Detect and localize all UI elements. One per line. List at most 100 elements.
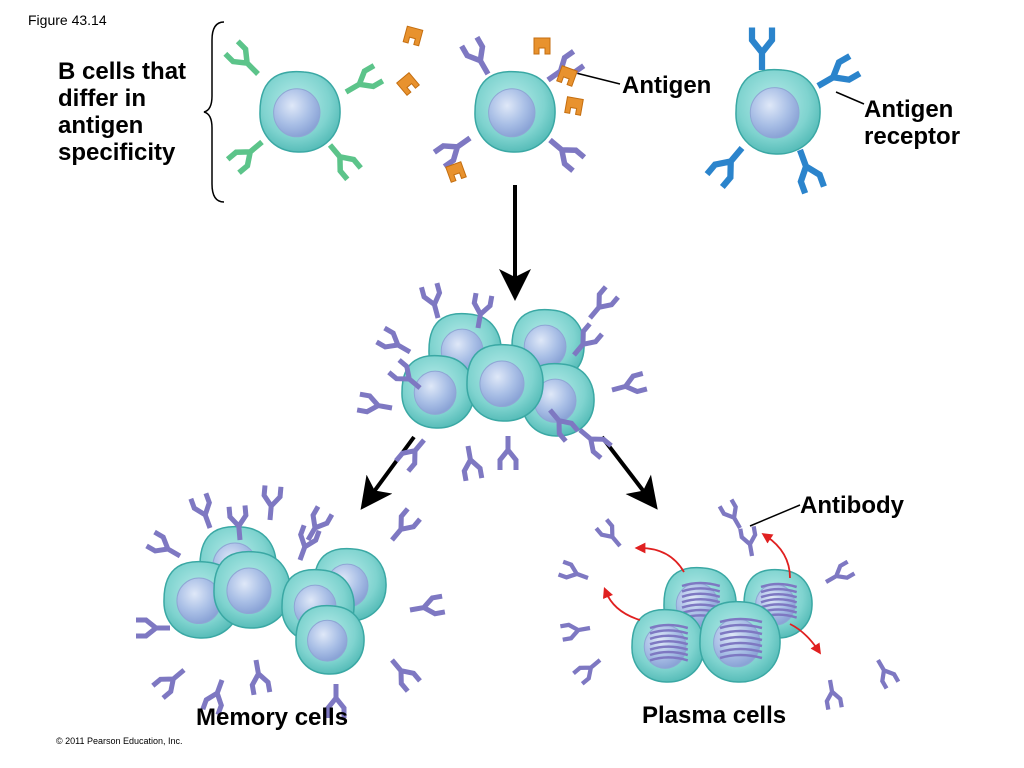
endoplasmic-reticulum: [719, 629, 763, 636]
purple-receptor: [390, 507, 422, 542]
endoplasmic-reticulum: [649, 639, 689, 646]
green-receptor: [344, 63, 385, 95]
purple-receptor: [390, 658, 422, 693]
purple-receptor: [497, 436, 519, 470]
endoplasmic-reticulum: [760, 587, 798, 594]
purple-receptor: [548, 137, 587, 173]
endoplasmic-reticulum: [681, 587, 721, 593]
purple-receptor: [297, 524, 322, 561]
purple-receptor: [588, 285, 620, 320]
copyright: © 2011 Pearson Education, Inc.: [56, 736, 183, 746]
endoplasmic-reticulum: [649, 645, 689, 651]
secretion-arrow: [761, 533, 791, 579]
endoplasmic-reticulum: [681, 592, 721, 598]
antigen-label: Antigen: [622, 72, 712, 99]
endoplasmic-reticulum: [719, 635, 763, 642]
endoplasmic-reticulum: [719, 617, 763, 624]
purple-receptor: [471, 292, 495, 329]
nucleus: [226, 567, 272, 615]
antibody-molecule: [594, 518, 622, 548]
purple-receptor: [394, 438, 426, 473]
proliferating-b-cell: [466, 343, 544, 422]
endoplasmic-reticulum: [649, 656, 689, 662]
antigen: [556, 65, 578, 87]
purple-receptor: [578, 428, 613, 460]
antibody-molecule: [717, 498, 742, 530]
purple-receptor: [261, 485, 284, 521]
antigen: [396, 72, 420, 96]
green-receptor: [225, 139, 264, 175]
memory-cell: [295, 604, 365, 675]
purple-receptor: [325, 684, 347, 718]
b-cells-label: B cells that differ in antigen specifici…: [58, 58, 187, 166]
blue-receptor: [704, 145, 745, 189]
purple-receptor: [188, 492, 213, 529]
purple-receptor: [387, 358, 422, 390]
purple-receptor: [305, 505, 335, 542]
blue-receptor: [748, 27, 776, 70]
grouping-bracket: [203, 21, 225, 203]
proliferating-b-cell: [401, 354, 475, 429]
antibody-molecule: [557, 559, 589, 580]
plasma-cell: [631, 608, 705, 683]
endoplasmic-reticulum: [719, 653, 763, 660]
nucleus: [749, 87, 800, 139]
endoplasmic-reticulum: [649, 634, 689, 640]
antigen-receptor-label: Antigen receptor: [864, 96, 961, 150]
antigen: [564, 96, 584, 116]
endoplasmic-reticulum: [760, 598, 798, 604]
antigen: [445, 161, 467, 183]
memory-cells-label: Memory cells: [196, 704, 349, 731]
antibody-pointer-line: [749, 504, 801, 527]
endoplasmic-reticulum: [649, 650, 689, 657]
antibody-molecule: [824, 679, 844, 711]
purple-receptor: [200, 679, 225, 716]
figure-label: Figure 43.14: [28, 12, 107, 28]
purple-receptor: [226, 505, 249, 541]
purple-receptor: [432, 135, 472, 169]
endoplasmic-reticulum: [649, 623, 689, 630]
antigen-pointer-line: [571, 71, 621, 85]
purple-receptor: [419, 282, 443, 319]
secretion-arrow: [602, 586, 641, 621]
nucleus: [307, 619, 348, 662]
antibody-molecule: [738, 525, 758, 557]
antigen: [402, 25, 424, 47]
endoplasmic-reticulum: [649, 629, 689, 635]
blue-receptor: [816, 53, 862, 89]
nucleus: [479, 360, 525, 408]
blue-receptor: [797, 148, 827, 195]
purple-receptor: [249, 659, 273, 696]
nucleus: [413, 370, 457, 415]
endoplasmic-reticulum: [719, 647, 763, 654]
nucleus: [488, 88, 536, 138]
purple-receptor: [145, 529, 182, 559]
endoplasmic-reticulum: [760, 603, 798, 609]
purple-receptor: [409, 593, 446, 617]
purple-receptor: [136, 617, 170, 639]
endoplasmic-reticulum: [760, 582, 798, 589]
purple-receptor: [375, 325, 412, 355]
secretion-arrow: [789, 623, 821, 655]
green-receptor: [223, 39, 260, 76]
b-cell-blue: [735, 68, 821, 155]
secretion-arrow: [634, 542, 685, 573]
endoplasmic-reticulum: [719, 641, 763, 648]
antibody-molecule: [572, 658, 602, 686]
antigen: [533, 37, 551, 55]
b-cell-green: [259, 70, 341, 153]
plasma-cells-label: Plasma cells: [642, 702, 787, 729]
antibody-molecule: [876, 658, 901, 690]
antibody-molecule: [824, 559, 856, 584]
cells-layer: [136, 25, 901, 718]
green-receptor: [327, 143, 363, 182]
endoplasmic-reticulum: [719, 623, 763, 630]
purple-receptor: [459, 35, 491, 76]
b-cell-purple: [474, 70, 556, 153]
purple-receptor: [572, 322, 604, 357]
endoplasmic-reticulum: [681, 581, 721, 588]
antibody-molecule: [559, 622, 591, 642]
purple-receptor: [151, 668, 186, 700]
receptor-pointer-line: [835, 91, 865, 105]
